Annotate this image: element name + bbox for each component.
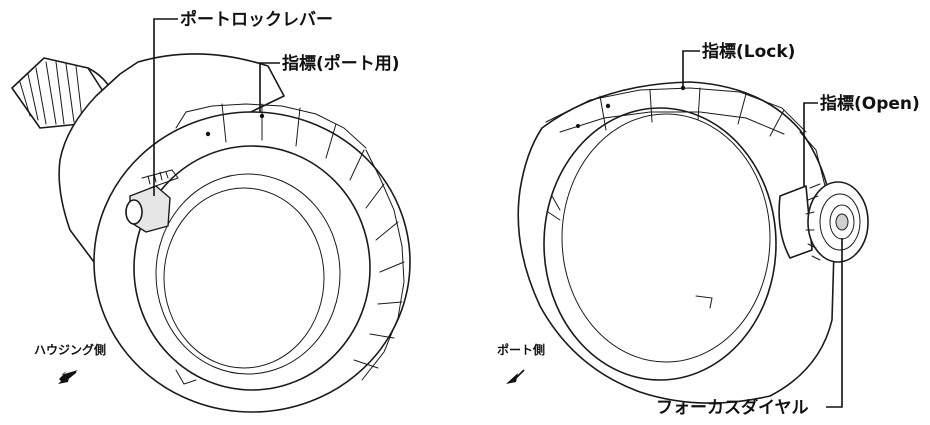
leader-focus-dial [826, 238, 843, 408]
right-ring-inner [543, 107, 777, 381]
left-ring-inner [133, 145, 371, 391]
right-annotations: 指標(Lock) 指標(Open) フォーカスダイヤル ポート側 [497, 41, 920, 418]
leader-index-lock [682, 50, 700, 86]
focus-dial-part [778, 181, 869, 263]
label-index-port: 指標(ポート用) [282, 53, 400, 74]
label-housing-side: ハウジング側 [34, 342, 106, 357]
leader-index-port [259, 62, 280, 112]
port-lock-lever-part [125, 169, 179, 233]
label-port-side: ポート側 [497, 342, 545, 357]
label-focus-dial: フォーカスダイヤル [656, 397, 809, 418]
leader-port-lock-lever [153, 18, 178, 196]
port-side-arrow [506, 373, 518, 384]
label-index-open: 指標(Open) [820, 93, 920, 114]
right-port-adapter-illustration [517, 81, 869, 404]
leader-index-open [803, 102, 818, 186]
left-ring-outer [93, 111, 411, 413]
left-port-adapter-illustration [11, 53, 411, 413]
left-annotations: ポートロックレバー 指標(ポート用) ハウジング側 [34, 9, 400, 384]
label-index-lock: 指標(Lock) [702, 41, 795, 62]
label-port-lock-lever: ポートロックレバー [180, 9, 333, 30]
